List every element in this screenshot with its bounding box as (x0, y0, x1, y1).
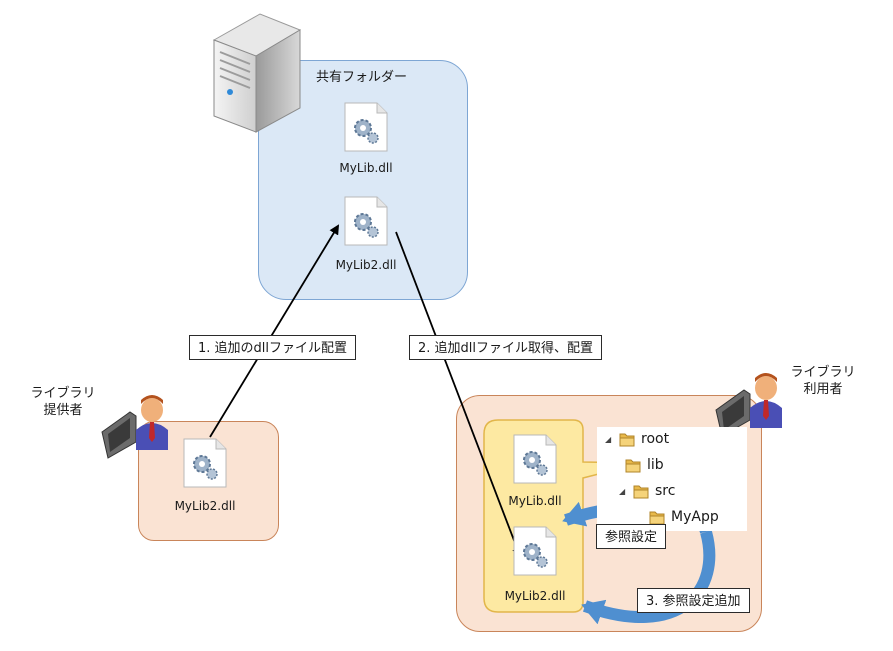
tree-item-label: MyApp (671, 509, 719, 525)
provider-file-label: MyLib2.dll (174, 499, 236, 513)
collapse-triangle-icon[interactable]: ◢ (619, 486, 626, 496)
shared-file-label: MyLib.dll (339, 161, 393, 175)
dll-file-gear-icon (512, 434, 558, 488)
folder-icon (625, 459, 641, 472)
user-file-label: MyLib2.dll (504, 589, 566, 603)
provider-label-line1: ライブラリ (30, 386, 96, 401)
tree-item-label: lib (647, 457, 664, 473)
shared-folder-title: 共有フォルダー (316, 70, 408, 85)
shared-file-label: MyLib2.dll (335, 258, 397, 272)
tree-item-label: root (641, 431, 670, 447)
dll-file-gear-icon (343, 196, 389, 250)
step1-callout: 1. 追加のdllファイル配置 (189, 335, 357, 360)
dll-file-gear-icon (343, 102, 389, 156)
person-computer-icon (100, 390, 172, 464)
server-icon (212, 13, 302, 133)
user-label: ライブラリ 利用者 (788, 364, 858, 398)
folder-tree: ◢ root lib ◢ src MyApp (597, 427, 747, 531)
tree-item-label: src (655, 483, 676, 499)
dll-file-gear-icon (512, 526, 558, 580)
dll-file-gear-icon (182, 438, 228, 492)
tree-item-src[interactable]: ◢ src (619, 483, 675, 499)
user-label-line2: 利用者 (803, 382, 843, 397)
folder-icon (633, 485, 649, 498)
tree-item-myapp[interactable]: MyApp (649, 509, 719, 525)
person-computer-icon (714, 368, 786, 442)
provider-label-line2: 提供者 (43, 403, 83, 418)
step2-callout: 2. 追加dllファイル取得、配置 (409, 335, 603, 360)
tree-item-lib[interactable]: lib (625, 457, 664, 473)
user-label-line1: ライブラリ (790, 365, 856, 380)
folder-icon (649, 511, 665, 524)
arrow-shared-to-user (395, 231, 522, 558)
arrow-provider-to-shared (209, 224, 340, 438)
user-file-label: MyLib.dll (508, 494, 562, 508)
tree-item-root[interactable]: ◢ root (605, 431, 669, 447)
folder-icon (619, 433, 635, 446)
provider-label: ライブラリ 提供者 (28, 385, 98, 419)
reference-callout: 参照設定 (596, 524, 667, 549)
step3-callout: 3. 参照設定追加 (637, 588, 750, 613)
collapse-triangle-icon[interactable]: ◢ (605, 434, 612, 444)
